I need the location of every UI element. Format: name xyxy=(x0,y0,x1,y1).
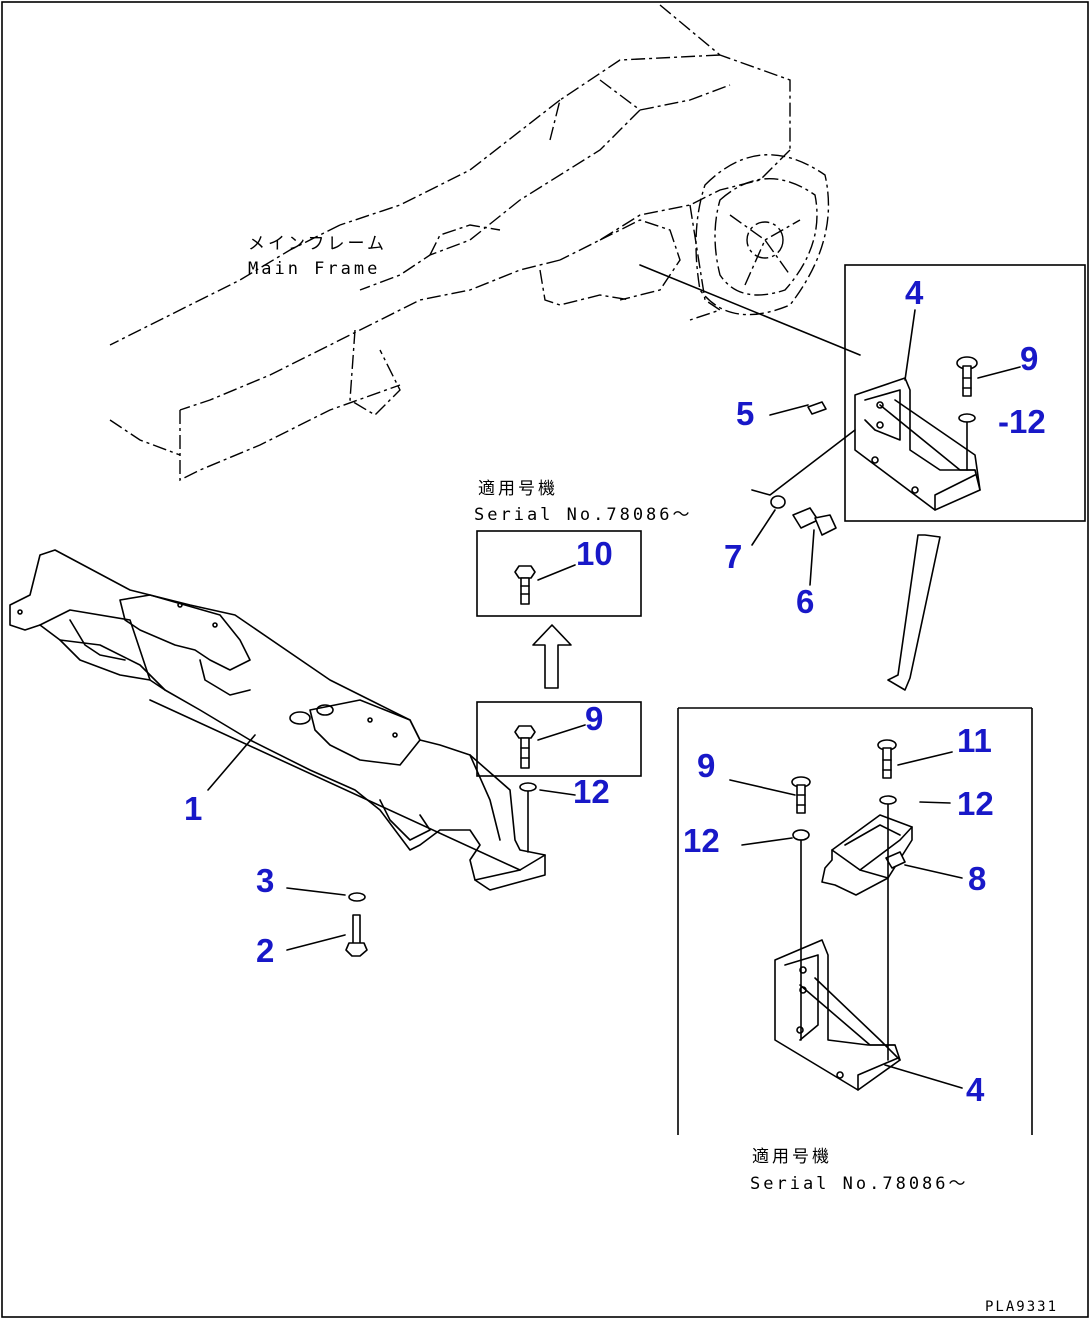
box-standard-bolt xyxy=(476,701,642,777)
assembly-line-7 xyxy=(751,429,856,496)
leader-11 xyxy=(897,751,953,766)
figure-code: PLA9331 xyxy=(985,1299,1058,1315)
frame-member-part-1 xyxy=(9,549,546,891)
washer-part-12-lower-right xyxy=(879,795,897,805)
callout-12-lower-left: 12 xyxy=(683,822,720,859)
serial-note-bottom-en: Serial No.78086～ xyxy=(750,1174,969,1194)
leader-5 xyxy=(769,404,809,416)
bracket-part-4-lower xyxy=(774,939,901,1091)
bolt-part-9-upper xyxy=(956,356,978,397)
callout-8: 8 xyxy=(968,860,986,897)
washer-part-3 xyxy=(348,892,366,902)
leader-6 xyxy=(809,529,815,586)
leader-12-mid xyxy=(539,789,576,796)
callout-12-lower-right: 12 xyxy=(957,785,994,822)
bolt-part-9-mid xyxy=(514,725,536,769)
callout-7: 7 xyxy=(724,538,742,575)
leader-2 xyxy=(286,934,346,951)
plate-part-8 xyxy=(821,814,913,896)
bracket-part-4-upper xyxy=(854,377,981,511)
main-frame-label-en: Main Frame xyxy=(248,259,380,279)
callout-9-upper: 9 xyxy=(1020,340,1038,377)
leader-4-lower xyxy=(884,1064,963,1089)
main-frame-outline xyxy=(109,4,861,482)
leader-9-upper xyxy=(977,366,1021,379)
leader-4-upper xyxy=(904,309,916,381)
washer-part-12-lower-left xyxy=(792,829,810,841)
callout-9-mid: 9 xyxy=(585,700,603,737)
callout-6: 6 xyxy=(796,583,814,620)
washer-part-12-mid xyxy=(519,782,537,792)
callout-10: 10 xyxy=(576,535,613,572)
callout-5: 5 xyxy=(736,395,754,432)
leader-8 xyxy=(904,864,963,879)
leader-9-mid xyxy=(537,724,586,741)
bolt-part-11 xyxy=(877,739,897,779)
arrow-down xyxy=(887,534,941,691)
serial-note-top-en: Serial No.78086～ xyxy=(474,505,693,525)
leader-12-lower-right xyxy=(919,801,951,804)
bolt-part-6 xyxy=(792,507,837,536)
main-frame-label-ja: メインフレーム xyxy=(248,234,387,254)
box-bracket-upper xyxy=(844,264,1086,522)
leader-12-lower-left xyxy=(741,837,793,846)
callout-3: 3 xyxy=(256,862,274,899)
leader-1 xyxy=(207,734,256,791)
bolt-part-2 xyxy=(345,914,368,957)
callout-2: 2 xyxy=(256,932,274,969)
leader-7 xyxy=(751,509,776,546)
callout-9-lower: 9 xyxy=(697,747,715,784)
serial-note-bottom-ja: 適用号機 xyxy=(752,1147,832,1167)
leader-9-lower xyxy=(729,779,796,796)
bolt-part-9-lower xyxy=(791,776,811,814)
pin-part-5 xyxy=(807,401,827,415)
callout-11: 11 xyxy=(957,722,992,759)
washer-part-7 xyxy=(770,495,786,509)
box-serial-bolt xyxy=(476,530,642,617)
callout-12-upper: -12 xyxy=(998,403,1046,440)
callout-12-mid: 12 xyxy=(573,773,610,810)
leader-10 xyxy=(537,564,576,581)
leader-3 xyxy=(286,887,346,896)
serial-note-top-ja: 適用号機 xyxy=(478,479,558,499)
callout-1: 1 xyxy=(184,790,202,827)
arrow-up xyxy=(532,624,572,689)
washer-part-12-upper xyxy=(958,413,976,423)
bolt-part-10 xyxy=(514,565,536,605)
callout-4-lower: 4 xyxy=(966,1071,985,1108)
callout-4-upper: 4 xyxy=(905,274,924,311)
